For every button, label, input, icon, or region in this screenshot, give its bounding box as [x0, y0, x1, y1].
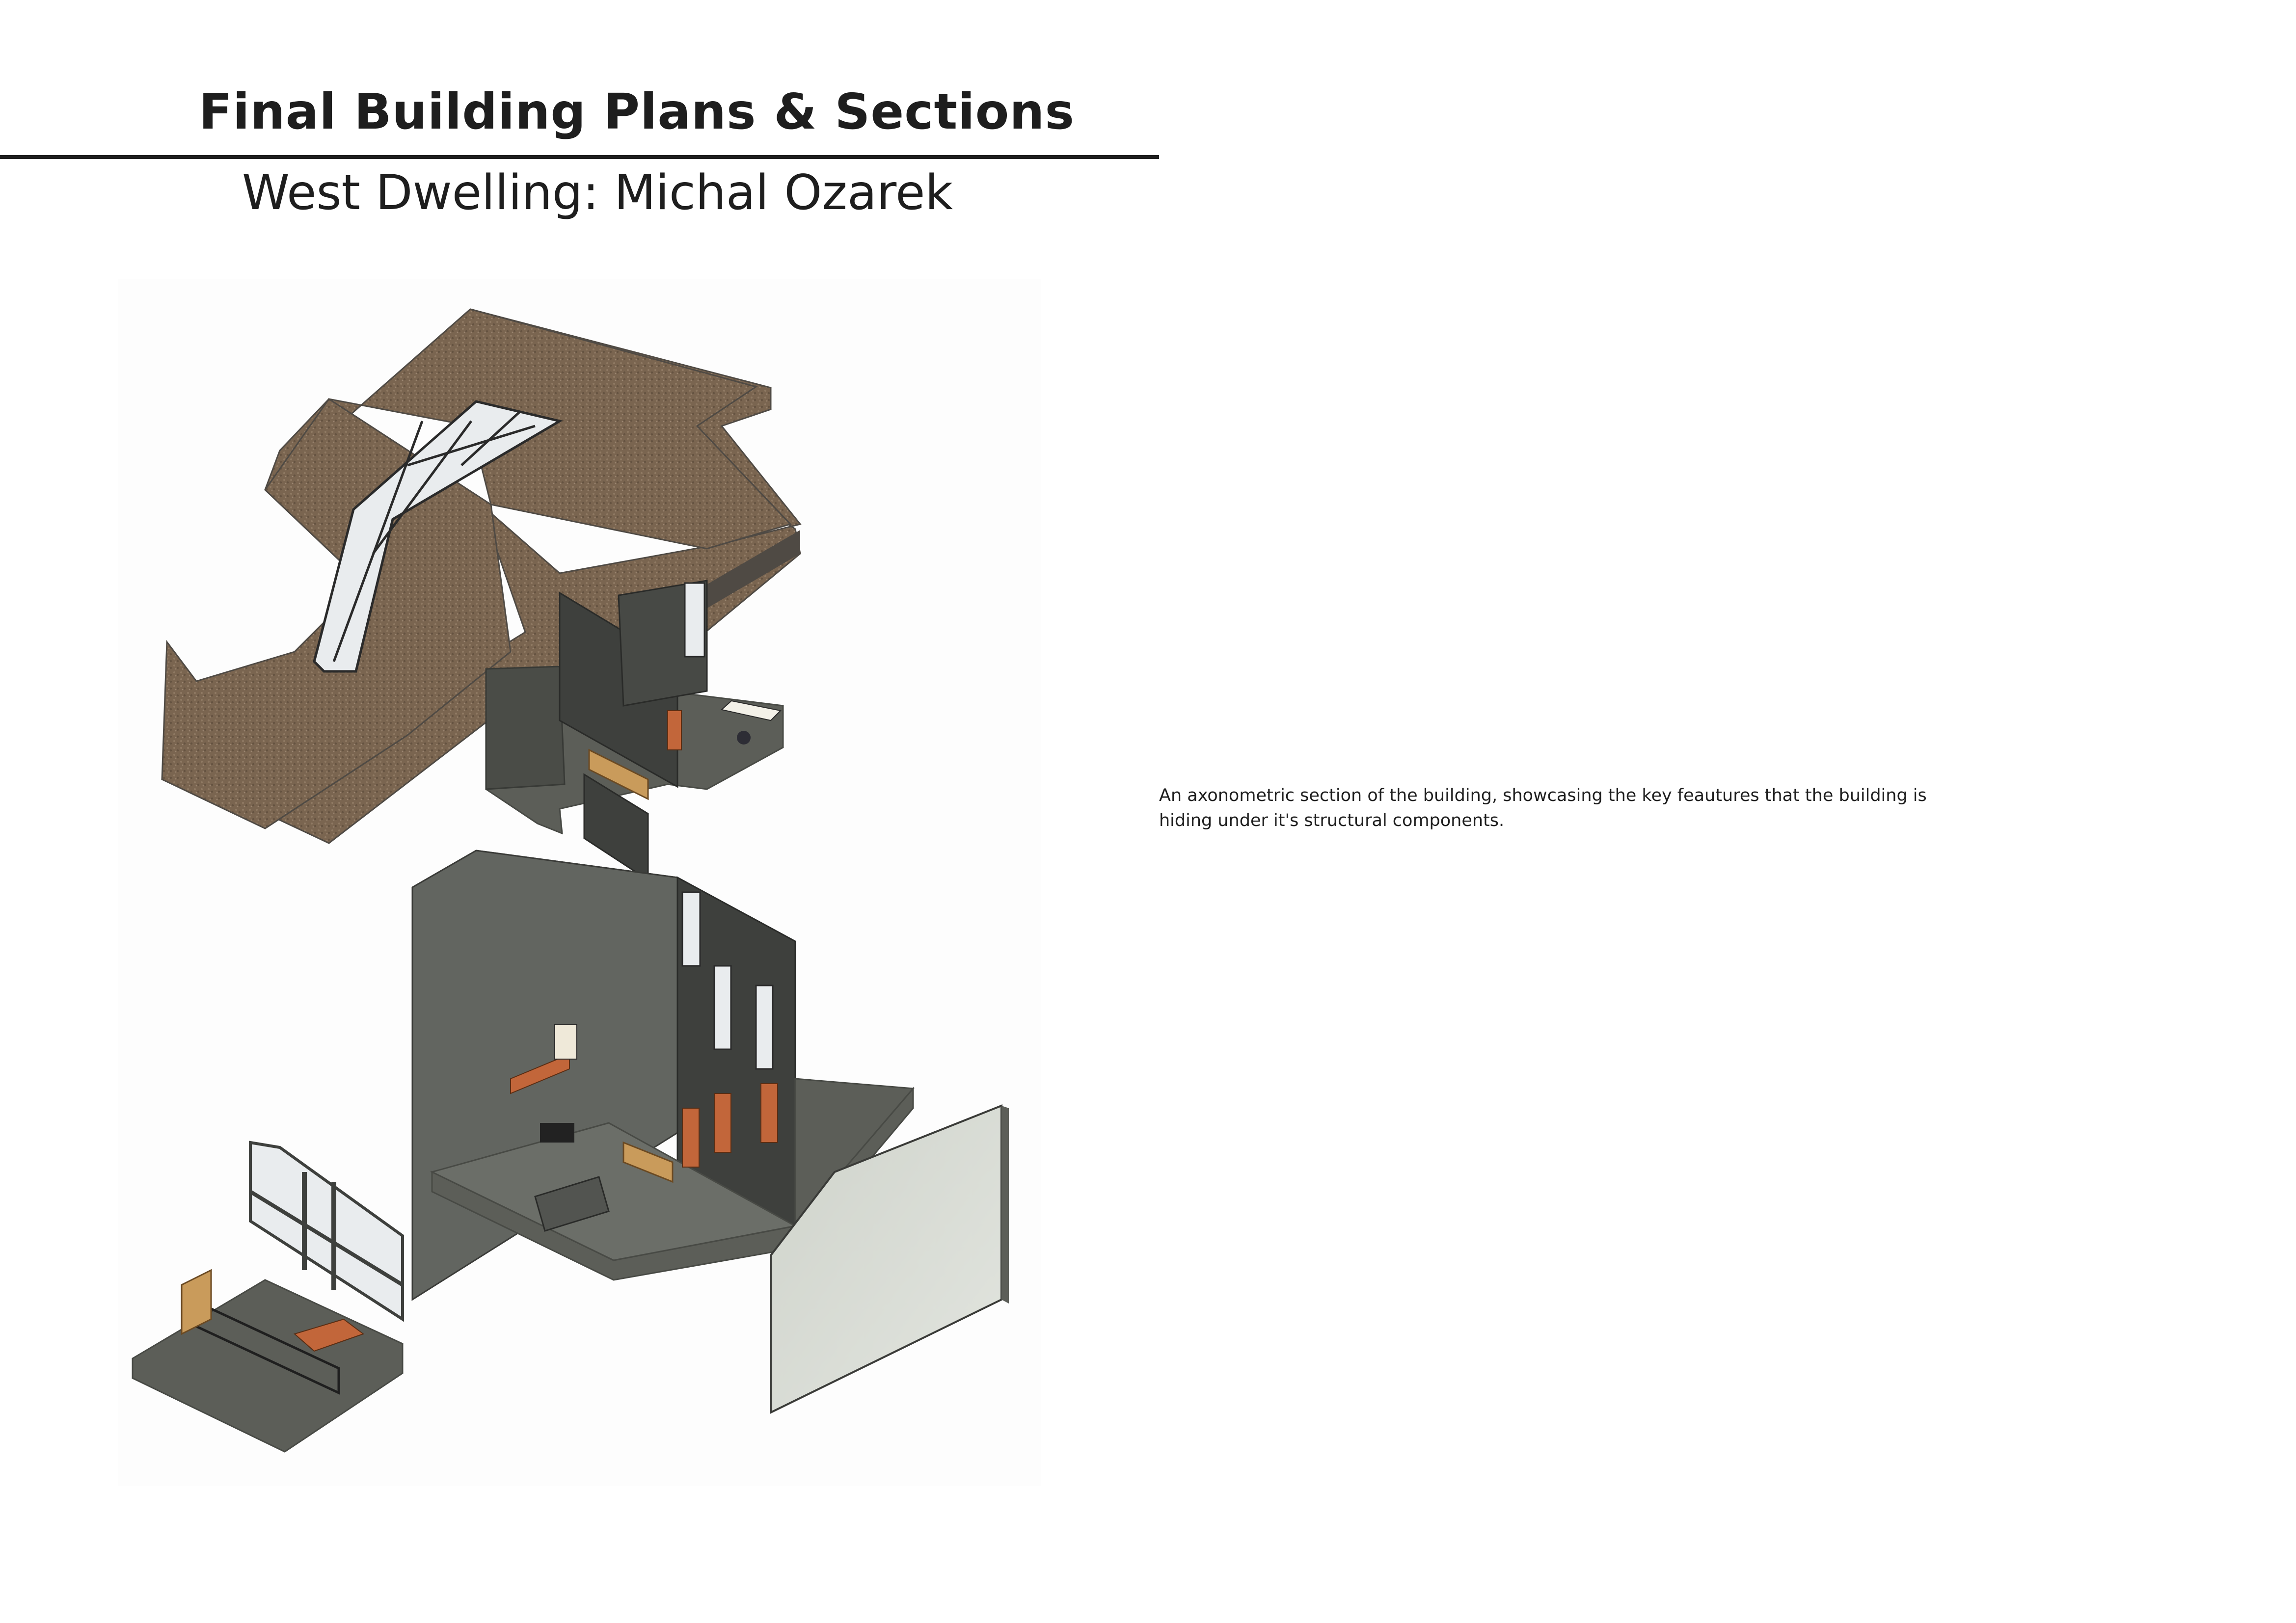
ground-kitchen-counter	[510, 1053, 570, 1094]
upper-chair	[737, 731, 751, 745]
ground-fridge	[554, 1024, 577, 1060]
upper-floor-balcony-box	[485, 665, 566, 790]
axonometric-drawing	[118, 279, 1041, 1486]
upper-floor-component	[485, 580, 784, 881]
terrace-slab	[132, 1279, 404, 1453]
upper-door	[667, 710, 682, 750]
upper-stairs	[588, 748, 649, 800]
ground-sofa	[534, 1176, 610, 1232]
terrace-stairs	[181, 1269, 212, 1335]
page-title: Final Building Plans & Sections	[199, 83, 1075, 140]
section-description: An axonometric section of the building, …	[1159, 786, 1927, 830]
ground-tv	[540, 1123, 574, 1143]
ground-window-3	[755, 984, 774, 1070]
terrace-bed	[293, 1318, 365, 1352]
exploded-axonometric-svg	[132, 308, 1009, 1453]
ground-door-2	[714, 1093, 731, 1153]
gable-wall-edge	[1001, 1106, 1009, 1304]
gable-wall-component	[770, 1104, 1009, 1414]
front-terrace-component	[132, 1141, 404, 1453]
upper-window	[684, 582, 705, 658]
terrace-glazed-wall	[249, 1141, 404, 1322]
page-subtitle: West Dwelling: Michal Ozarek	[242, 165, 953, 221]
ground-window-1	[681, 891, 701, 967]
title-divider	[0, 155, 1159, 159]
ground-door-3	[760, 1083, 778, 1143]
upper-desk	[720, 700, 782, 721]
ground-stairs	[622, 1141, 674, 1183]
ground-door-1	[682, 1108, 700, 1168]
ground-window-2	[713, 965, 732, 1050]
